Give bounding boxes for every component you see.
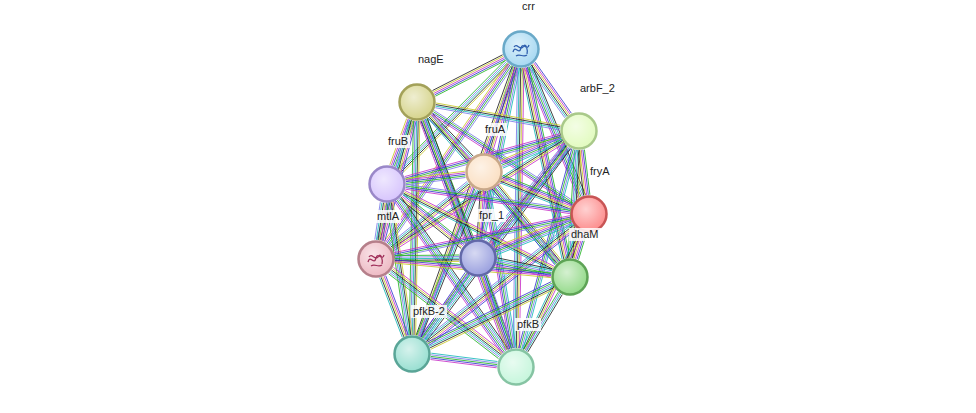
node-circle [398,83,436,121]
protein-node: pfkB [497,348,535,386]
protein-node: nagE [398,83,436,121]
node-circle [393,335,431,373]
evidence-line [381,277,404,337]
node-label: pfkB [515,318,541,331]
node-circle [560,112,598,150]
node-circle [551,258,589,296]
evidence-line [400,198,507,350]
evidence-line [497,225,573,255]
protein-node: fruA [465,153,503,191]
evidence-line [399,199,506,351]
protein-node: arbF_2 [560,112,598,150]
node-label: fruB [386,135,410,148]
node-circle [502,30,540,68]
evidence-line [396,201,503,353]
node-label: mtlA [375,210,401,223]
protein-node: pfkB-2 [393,335,431,373]
node-circle [465,153,503,191]
evidence-line [436,103,561,125]
interaction-edge [496,258,552,277]
interaction-edge [431,353,498,368]
evidence-line [432,114,473,157]
protein-node: fruB [368,165,406,203]
node-circle [368,165,406,203]
evidence-line [401,197,508,349]
evidence-line [406,174,465,181]
evidence-line [406,171,465,178]
node-label: pfkB-2 [411,305,447,318]
node-circle [357,240,395,278]
interaction-edge [380,276,409,338]
node-label: dhaM [569,228,601,241]
evidence-line [383,277,406,336]
protein-node: mtlA [357,240,395,278]
evidence-line [395,256,459,258]
interaction-edge [406,171,466,185]
protein-node: fpr_1 [459,239,497,277]
node-label: arbF_2 [578,82,617,95]
evidence-line [380,278,403,338]
evidence-line [406,173,465,180]
evidence-line [503,175,573,203]
evidence-line [397,200,504,352]
evidence-line [395,255,459,257]
evidence-line [435,61,505,97]
node-label: crr [520,0,537,13]
node-label: fruA [483,123,507,136]
evidence-line [431,358,497,366]
node-label: nagE [416,53,446,66]
evidence-line [431,360,497,368]
node-label: fryA [588,165,612,178]
evidence-line [535,62,571,113]
protein-node: crr [502,30,540,68]
node-circle [459,239,497,277]
node-circle [497,348,535,386]
evidence-line [431,289,555,349]
protein-node: dhaM [551,258,589,296]
evidence-line [534,63,570,114]
node-label: fpr_1 [477,209,506,222]
